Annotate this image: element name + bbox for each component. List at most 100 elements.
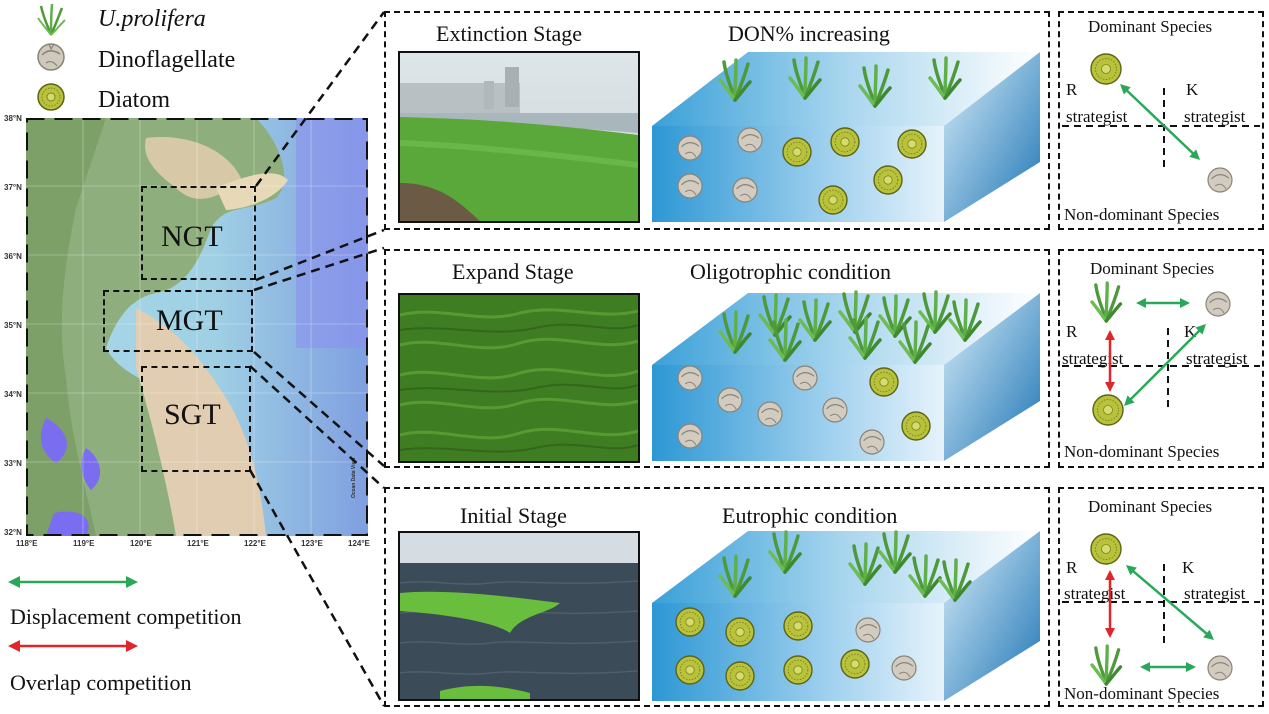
dinoflagellate-icon [677,173,703,199]
lon-tick: 123°E [301,539,323,548]
condition-title-expand: Oligotrophic condition [690,259,892,284]
ulva-icon [718,310,752,354]
r-label: R [1066,322,1078,341]
legend-ulva-label: U.prolifera [98,6,206,32]
stage-title-initial: Initial Stage [460,503,567,528]
k-strategist-label: strategist [1184,107,1246,126]
lon-tick: 121°E [187,539,209,548]
lat-tick: 36°N [4,252,22,261]
dinoflagellate-icon [1207,167,1233,193]
ulva-icon [718,554,752,598]
dominant-species-label: Dominant Species [1090,259,1215,278]
non-dominant-species-label: Non-dominant Species [1064,205,1220,224]
green-arrow-legend-icon [8,576,138,588]
strategy-axes [1062,88,1260,168]
diatom-icon [897,129,927,159]
map-image [26,118,368,536]
dinoflagellate-icon [822,397,848,423]
diatom-icon [1092,394,1124,426]
r-label: R [1066,558,1078,577]
ulva-icon [878,294,912,338]
ulva-icon [918,290,952,334]
ulva-icon [848,316,882,360]
diatom-icon [901,411,931,441]
lon-tick: 119°E [73,539,95,548]
dinoflagellate-icon [717,387,743,413]
lon-tick: 124°E [348,539,370,548]
region-label-ngt: NGT [161,220,223,253]
dinoflagellate-icon [37,43,65,71]
condition-title-initial: Eutrophic condition [722,503,898,528]
ulva-icon [948,298,982,342]
ulva-icon [908,554,942,598]
non-dominant-species-label: Non-dominant Species [1064,442,1220,461]
legend-diatom-label: Diatom [98,87,170,113]
dinoflagellate-icon [677,135,703,161]
ulva-icon [788,56,822,100]
ulva-icon [928,56,962,100]
dominant-species-label: Dominant Species [1088,17,1213,36]
lat-tick: 35°N [4,321,22,330]
r-strategist-label: strategist [1066,107,1128,126]
displacement-competition-label: Displacement competition [10,604,242,629]
lat-tick: 32°N [4,528,22,537]
dinoflagellate-icon [891,655,917,681]
k-strategist-label: strategist [1184,584,1246,603]
displacement-arrow [1140,662,1196,672]
ulva-icon [798,298,832,342]
diatom-icon [725,661,755,691]
dinoflagellate-icon [677,423,703,449]
condition-title-extinction: DON% increasing [728,21,890,46]
dinoflagellate-icon [737,127,763,153]
lon-tick: 118°E [16,539,38,548]
ulva-icon [768,530,802,574]
legend-dinoflagellate-label: Dinoflagellate [98,47,236,73]
diatom-icon [725,617,755,647]
diatom-icon [783,611,813,641]
dinoflagellate-icon [855,617,881,643]
competition-panel-extinction [1058,11,1264,230]
panel-extinction-stage [384,11,1050,230]
diatom-icon [818,185,848,215]
k-strategist-label: strategist [1186,349,1248,368]
dominant-species-label: Dominant Species [1088,497,1213,516]
dinoflagellate-icon [732,177,758,203]
ulva-icon [898,320,932,364]
stage-title-expand: Expand Stage [452,259,574,284]
region-box-mgt [103,290,253,352]
diatom-icon [675,607,705,637]
overlap-competition-label: Overlap competition [10,670,192,695]
diatom-icon [830,127,860,157]
non-dominant-species-label: Non-dominant Species [1064,684,1220,703]
strategy-axes [1062,564,1260,644]
dinoflagellate-icon [792,365,818,391]
diatom-icon [675,655,705,685]
diatom-icon [840,649,870,679]
dinoflagellate-icon [859,429,885,455]
k-label: K [1186,80,1199,99]
ulva-icon [1090,644,1123,686]
photo-extinction-stage [398,51,640,223]
panel-initial-stage [384,487,1050,707]
overlap-arrow [1105,330,1115,392]
lon-tick: 122°E [244,539,266,548]
diatom-icon [782,137,812,167]
ulva-icon [938,558,972,602]
dinoflagellate-icon [1207,655,1233,681]
displacement-arrow [1126,565,1214,640]
stage-title-extinction: Extinction Stage [436,21,583,46]
region-box-sgt [141,366,251,472]
dinoflagellate-icon [1205,291,1231,317]
photo-expand-stage [398,293,640,463]
lat-tick: 33°N [4,459,22,468]
k-label: K [1182,558,1195,577]
diatom-icon [1090,53,1122,85]
red-arrow-legend-icon [8,640,138,652]
region-label-mgt: MGT [156,304,223,337]
lat-tick: 38°N [4,114,22,123]
diatom-icon [783,655,813,685]
lon-tick: 120°E [130,539,152,548]
overlap-arrow [1105,570,1115,638]
